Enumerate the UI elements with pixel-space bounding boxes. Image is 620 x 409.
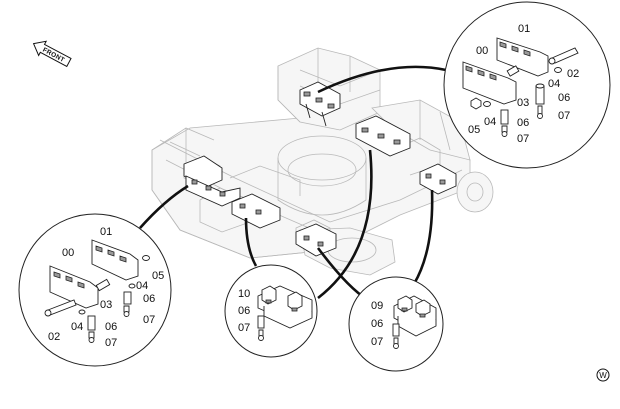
label-04: 04 <box>136 280 148 292</box>
bracket-part <box>393 295 437 337</box>
label-06: 06 <box>558 92 570 104</box>
sleeve <box>123 291 132 305</box>
track-shoe-front <box>49 265 99 309</box>
label-02: 02 <box>48 331 60 343</box>
frame-bracket-middle <box>231 193 281 229</box>
label-00: 00 <box>62 247 74 259</box>
pin <box>506 65 520 77</box>
sleeve <box>392 323 400 337</box>
frame-bracket-lower <box>295 223 337 257</box>
label-02: 02 <box>567 68 579 80</box>
label-07-lower: 07 <box>517 133 529 145</box>
label-06-lower: 06 <box>105 321 117 333</box>
watermark-letter: W <box>599 371 607 380</box>
frame-bracket-left <box>183 155 241 207</box>
leader-line-top-right <box>317 65 447 94</box>
label-04-lower: 04 <box>71 321 83 333</box>
label-05: 05 <box>468 124 480 136</box>
bolt-head <box>258 335 264 341</box>
nut <box>470 97 482 110</box>
label-00: 00 <box>476 45 488 57</box>
label-01: 01 <box>518 23 530 35</box>
label-05: 05 <box>152 270 164 282</box>
watermark-w-icon: W <box>596 368 610 382</box>
label-06: 06 <box>143 293 155 305</box>
washer <box>554 67 562 73</box>
callout-left: 01 00 05 04 03 06 04 06 07 02 07 <box>18 213 172 367</box>
label-09: 09 <box>371 300 383 312</box>
track-shoe-back <box>91 239 139 281</box>
callout-bottom-middle: 10 06 07 <box>224 264 318 358</box>
bracket-part <box>257 285 313 329</box>
label-07: 07 <box>558 110 570 122</box>
label-01: 01 <box>100 226 112 238</box>
label-03: 03 <box>517 97 529 109</box>
frame-bracket-top <box>299 81 341 127</box>
front-direction-arrow: FRONT <box>32 40 72 68</box>
label-04: 04 <box>548 78 560 90</box>
track-shoe-back <box>496 37 549 77</box>
sleeve <box>535 85 545 105</box>
leader-line-bottom-right-b <box>412 189 434 285</box>
callout-bottom-right: 09 06 07 <box>348 276 444 372</box>
frame-bracket-right-lower <box>419 163 457 195</box>
label-10: 10 <box>238 288 250 300</box>
leader-line-left <box>139 184 189 229</box>
label-04-lower: 04 <box>484 116 496 128</box>
washer <box>142 255 150 261</box>
label-06-lower: 06 <box>517 117 529 129</box>
pin <box>95 278 111 292</box>
leader-line-bottom-middle-b <box>244 217 258 267</box>
leader-line-bottom-middle-a <box>317 149 373 300</box>
callout-top-right: 01 00 02 03 04 06 07 05 04 06 07 <box>443 1 611 169</box>
label-07: 07 <box>143 314 155 326</box>
sleeve <box>257 315 265 329</box>
label-06: 06 <box>238 305 250 317</box>
label-07: 07 <box>238 322 250 334</box>
bolt-head <box>393 343 399 349</box>
label-07-lower: 07 <box>105 337 117 349</box>
frame-bracket-right-upper <box>355 115 411 157</box>
label-03: 03 <box>100 299 112 311</box>
label-06: 06 <box>371 318 383 330</box>
track-shoe-front <box>462 61 517 105</box>
label-07: 07 <box>371 336 383 348</box>
